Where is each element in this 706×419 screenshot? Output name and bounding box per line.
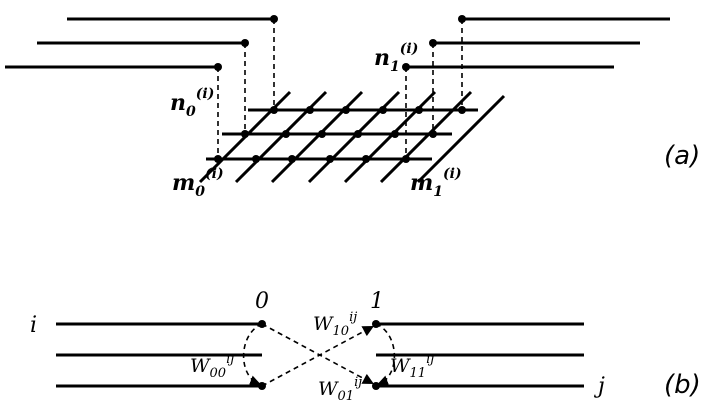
label-n0: n0(i): [170, 86, 214, 120]
panel-b: i j 0 1 W10ij W00ij W11ij W01ij (b): [30, 289, 701, 404]
panel-b-tag: (b): [664, 370, 701, 400]
label-m0: m0(i): [172, 166, 224, 200]
panel-a-tag: (a): [664, 141, 700, 171]
label-j: j: [593, 374, 605, 399]
arrow-w11: [375, 323, 396, 387]
panel-a: n0(i) n1(i) m0(i) m1(i) (a): [5, 15, 700, 200]
node-label-0: 0: [255, 289, 269, 314]
label-n1: n1(i): [374, 41, 418, 75]
label-i: i: [30, 313, 37, 338]
arrow-w01: [261, 323, 374, 385]
node-label-1: 1: [370, 289, 384, 314]
label-w00: W00ij: [190, 352, 234, 381]
label-w10: W10ij: [313, 310, 357, 339]
label-w01: W01ij: [318, 375, 362, 404]
label-m1: m1(i): [410, 166, 462, 200]
arrow-w00: [242, 323, 263, 387]
label-w11: W11ij: [390, 352, 434, 381]
arrow-w10: [261, 325, 374, 387]
lattice-nodes: [214, 106, 466, 163]
node-1-bottom: [372, 382, 380, 390]
